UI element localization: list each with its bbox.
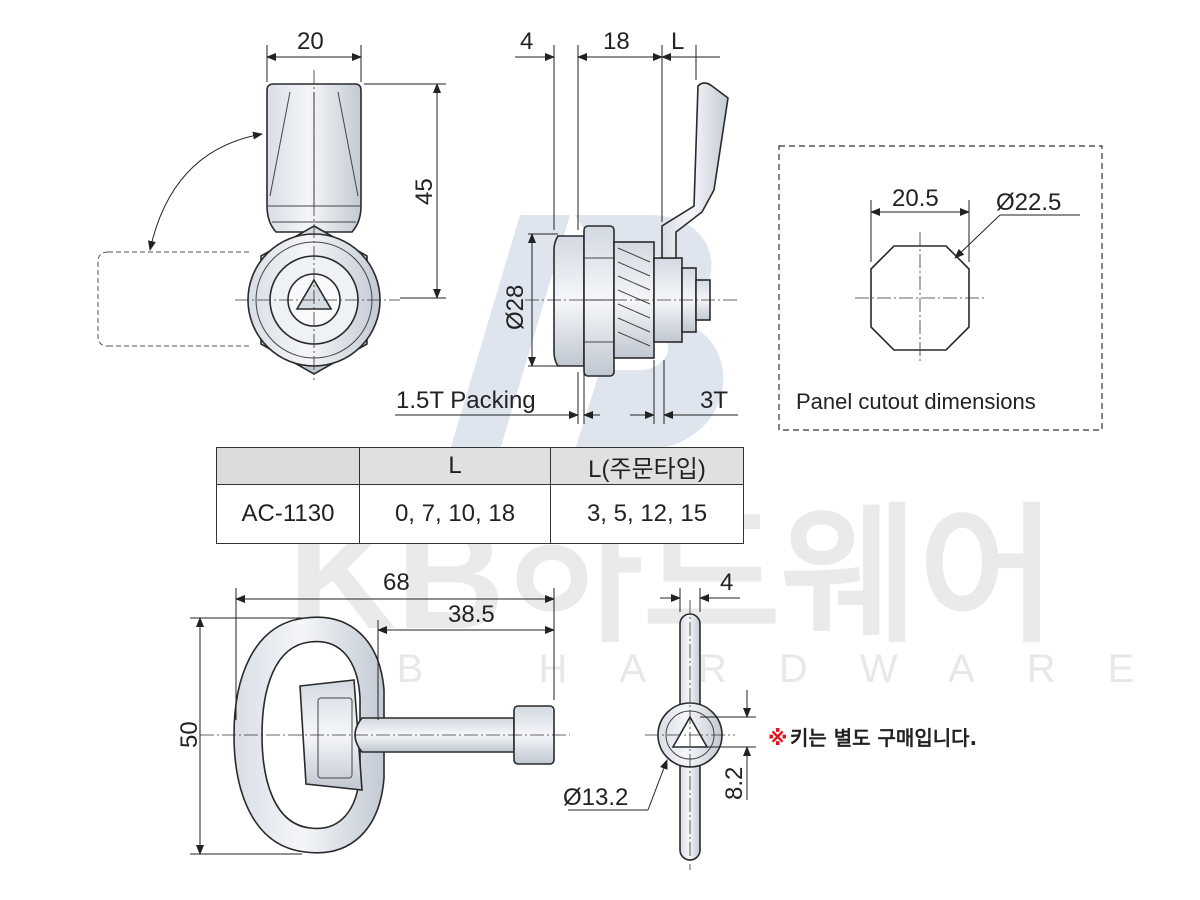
- lock-front-view: 20 45: [97, 28, 446, 380]
- dim-side-flange: 4: [520, 28, 533, 55]
- dim-key-thickness: 4: [720, 569, 733, 596]
- table-row: AC-1130 0, 7, 10, 18 3, 5, 12, 15: [216, 484, 744, 544]
- dim-front-height: 45: [411, 178, 438, 205]
- key-front-view: 68 38.5 50: [176, 569, 570, 855]
- note-text: 키는 별도 구매입니다.: [790, 726, 977, 750]
- note-mark: ※: [768, 726, 787, 750]
- lock-side-view: 4 18 L Ø28 1.5T Packing 3T: [395, 28, 740, 424]
- table-header-l-order: L(주문타입): [550, 447, 744, 485]
- panel-cutout-view: 20.5 Ø22.5 Panel cutout dimensions: [778, 145, 1103, 431]
- spec-table: L L(주문타입) AC-1130 0, 7, 10, 18 3, 5, 12,…: [216, 447, 744, 544]
- dim-side-diameter: Ø28: [502, 285, 529, 330]
- dim-key-tip-diameter: Ø13.2: [563, 784, 628, 811]
- purchase-note: ※ 키는 별도 구매입니다.: [768, 726, 977, 750]
- dim-side-l: L: [671, 28, 684, 55]
- dim-packing: 1.5T Packing: [396, 387, 536, 414]
- dim-nut-thickness: 3T: [700, 387, 728, 414]
- dim-key-tip-triangle: 8.2: [721, 767, 748, 800]
- table-header-row: L L(주문타입): [216, 447, 744, 485]
- dim-key-shaft: 38.5: [448, 601, 495, 628]
- table-header-l: L: [359, 447, 551, 485]
- cutout-label: Panel cutout dimensions: [796, 389, 1036, 414]
- dim-key-height: 50: [176, 721, 203, 748]
- watermark-sub: KB HARDWARE: [318, 647, 1186, 691]
- dim-cutout-diameter: Ø22.5: [996, 189, 1061, 216]
- table-header-blank: [216, 447, 360, 485]
- table-cell-l-order: 3, 5, 12, 15: [550, 484, 744, 544]
- dim-key-length: 68: [383, 569, 410, 596]
- dim-front-width: 20: [297, 28, 324, 55]
- table-cell-model: AC-1130: [216, 484, 360, 544]
- dim-cutout-width: 20.5: [892, 185, 939, 212]
- key-side-view: 4 Ø13.2 8.2: [563, 569, 756, 870]
- table-cell-l: 0, 7, 10, 18: [359, 484, 551, 544]
- dim-side-body: 18: [603, 28, 630, 55]
